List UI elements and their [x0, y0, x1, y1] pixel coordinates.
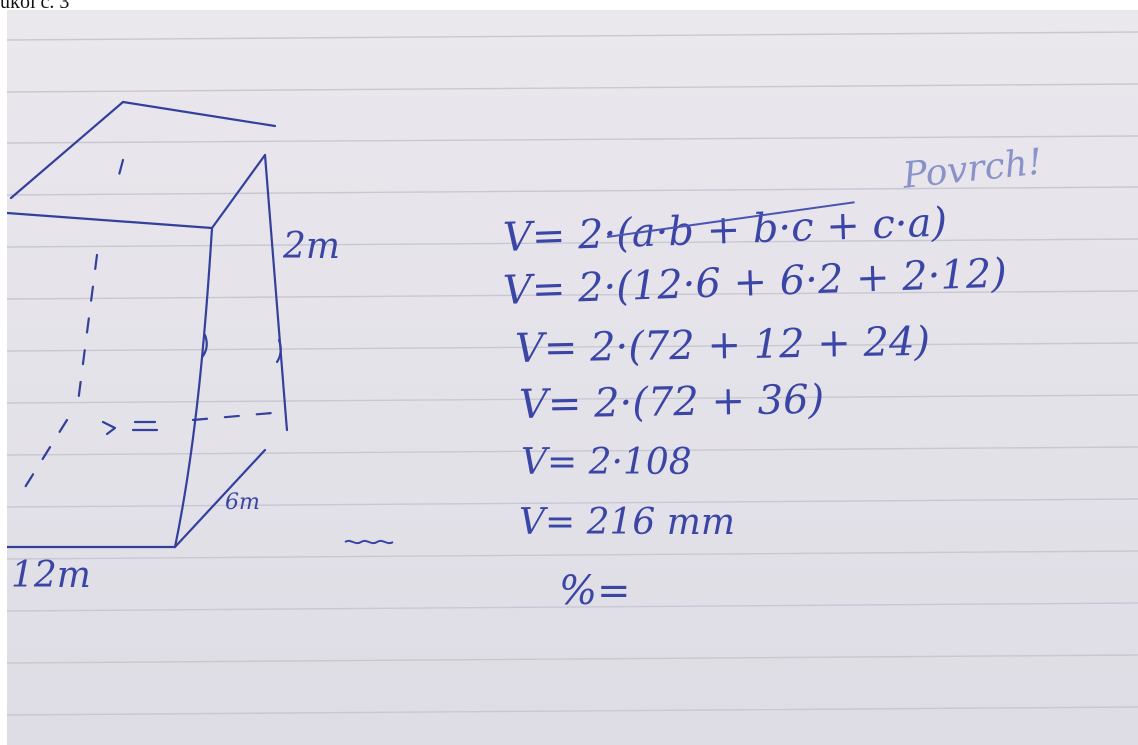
ruled-lines-and-sketch — [7, 31, 1138, 716]
width-label: 12m — [11, 555, 91, 596]
equation-line-7: %= — [559, 568, 631, 614]
height-label: 2m — [283, 226, 341, 267]
equation-line-3: V= 2·(72 + 12 + 24) — [514, 318, 931, 372]
unit-scribble — [344, 539, 394, 545]
equation-line-4: V= 2·(72 + 36) — [518, 376, 825, 428]
equation-line-6: V= 216 mm — [519, 502, 736, 543]
equation-line-5: V= 2·108 — [521, 442, 692, 483]
notebook-photo: 2m 6m 12m Povrch! V= 2·(a·b + b·c + c·a)… — [7, 10, 1138, 745]
cuboid-sketch — [7, 100, 289, 549]
caption: úkol č. 3 — [0, 0, 70, 13]
ruled-lines — [7, 31, 1138, 716]
depth-label: 6m — [225, 490, 260, 515]
